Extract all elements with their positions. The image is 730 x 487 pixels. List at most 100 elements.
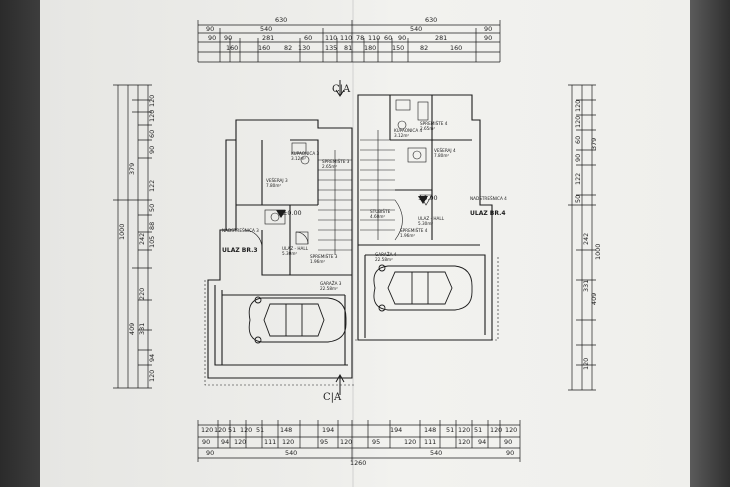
dim-bot-r1-5: 148 [280,426,292,434]
room-kupaonica-3: KUPAONICA 3 [291,151,320,156]
dim-bot-r1-1: 120 [214,426,226,434]
dim-left-c4-8: 94 [148,354,156,362]
room-veseraj-3: VEŠERAJ 3 [266,178,288,183]
unit-4-stairs [360,130,403,241]
entrance-br-3: ULAZ BR.3 [222,247,258,254]
section-mark-bottom: C|A [323,392,342,403]
dim-top-r3-3: 60 [304,34,312,42]
dim-top-r4-6: 180 [364,44,376,52]
room-ulaz-hall-4-area: 5.30m² [418,221,433,226]
dim-bot-r3-3: 90 [506,449,514,457]
dim-bot-r1-0: 120 [201,426,213,434]
level-right: ±0.00 [418,194,438,202]
dim-bot-r2-5: 95 [320,438,328,446]
dim-top-r3-2: 281 [262,34,274,42]
room-labels: KUPAONICA 3 3.12m² KUPAONICA 4 3.12m² SP… [222,121,507,291]
entrance-labels: ULAZ BR.3 ULAZ BR.4 [222,210,506,254]
dim-top-r3-10: 281 [435,34,447,42]
dim-left-c4-2: 60 [148,130,156,138]
room-spremiste-3a: SPREMIŠTE 3 [322,159,350,164]
dim-left-c4-9: 120 [148,370,156,382]
dim-bot-r1-10: 120 [458,426,470,434]
dim-left-409: 409 [128,323,136,335]
dim-left-c4-6: 88 [148,222,156,230]
level-marker-right [418,196,428,204]
dim-bot-r1-13: 120 [505,426,517,434]
dim-bot-r3-1: 540 [285,449,297,457]
dim-left-c4-4: 122 [148,180,156,192]
unit-4-fixtures [395,99,433,206]
dim-bot-r2-8: 120 [404,438,416,446]
dim-bot-r1-2: 51 [228,426,236,434]
dim-top-r4-1: 160 [258,44,270,52]
unit-3-stairs [318,150,352,255]
dim-left-c4-1: 120 [148,110,156,122]
room-spremiste-3a-area: 2.65m² [322,164,337,169]
bottom-dimension-chain [197,420,521,462]
dim-left-total: 1000 [118,224,126,240]
dim-top-r3-9: 90 [398,34,406,42]
room-veseraj-4-area: 7.80m² [434,153,449,158]
dim-top-r3-8: 60 [384,34,392,42]
dim-right-c3-0: 120 [574,100,582,112]
unit-4-walls [357,94,493,341]
room-veseraj-3-area: 7.80m² [266,183,281,188]
dim-left-242: 242 [138,233,146,245]
dim-bot-r2-1: 94 [221,438,229,446]
dim-bot-r2-2: 120 [234,438,246,446]
unit-3-walls [207,119,353,379]
dim-top-r4-7: 150 [392,44,404,52]
dim-bot-r2-11: 94 [478,438,486,446]
dim-top-r4-4: 135 [325,44,337,52]
room-kupaonica-4-area: 3.12m² [394,133,409,138]
room-spremiste-3b-area: 1.96m² [310,259,325,264]
room-spremiste-4a: SPREMIŠTE 4 [420,121,448,126]
entrance-br-4: ULAZ BR.4 [470,210,506,217]
dim-right-total: 1000 [594,244,602,260]
room-garaza-3: GARAŽA 3 [320,281,342,286]
dim-top-r3-5: 110 [340,34,352,42]
dim-top-r3-0: 90 [208,34,216,42]
paper-fold [352,0,354,487]
room-kupaonica-4: KUPAONICA 4 [394,128,423,133]
room-stubiste-area: 4.60m² [370,214,385,219]
dim-bot-r3-2: 540 [430,449,442,457]
dim-top-r3-7: 110 [368,34,380,42]
dim-top-r3-6: 78 [356,34,364,42]
dim-top-540-a: 540 [260,25,272,33]
dim-bot-r1-12: 120 [490,426,502,434]
dim-top-630-right: 630 [425,16,437,24]
dim-bot-r1-8: 148 [424,426,436,434]
dim-top-r4-9: 160 [450,44,462,52]
dim-top-r3-4: 110 [325,34,337,42]
level-left: ±0.00 [282,209,302,217]
dim-bot-r2-3: 111 [264,438,276,446]
room-spremiste-4b: SPREMIŠTE 4 [400,228,428,233]
dim-top-r4-3: 130 [298,44,310,52]
garage-outline [204,255,499,386]
dim-top-630-left: 630 [275,16,287,24]
level-labels: ±0.00 ±0.00 [282,194,438,217]
dim-bot-r3-0: 90 [206,449,214,457]
bottom-dimension-labels: 120 120 51 120 51 148 194 194 148 51 120… [201,426,517,467]
dim-right-c3-6: 242 [582,233,590,245]
room-stubiste: STUBIŠTE [370,209,391,214]
dim-bot-r2-7: 95 [372,438,380,446]
car-icon-left [248,296,347,344]
dim-bot-r1-4: 51 [256,426,264,434]
dim-top-540-b: 540 [410,25,422,33]
room-garaza-3-area: 22.58m² [320,286,338,291]
room-garaza-4: GARAŽA 4 [375,252,397,257]
dim-top-r3-1: 90 [224,34,232,42]
room-ulaz-hall-3-area: 5.30m² [282,251,297,256]
dim-right-c3-1: 120 [574,116,582,128]
room-spremiste-4a-area: 2.65m² [420,126,435,131]
label-nadstresnica-4: NADSTREŠNICA 4 [470,196,507,201]
room-spremiste-3b: SPREMIŠTE 3 [310,254,338,259]
dim-right-c3-7: 331 [582,280,590,292]
dim-bot-r1-9: 51 [446,426,454,434]
dim-bot-r2-4: 120 [282,438,294,446]
dim-bot-r1-3: 120 [240,426,252,434]
dim-bot-r2-6: 120 [340,438,352,446]
dim-left-c4-0: 120 [148,95,156,107]
